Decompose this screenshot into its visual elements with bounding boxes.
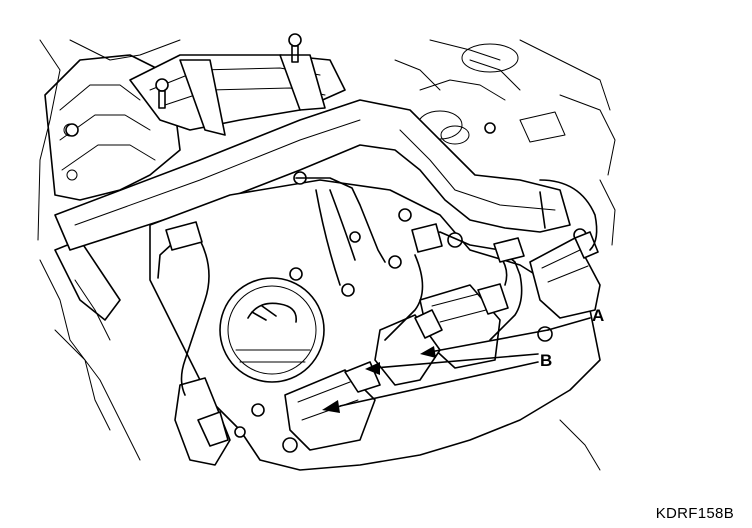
callout-leaders: [322, 317, 591, 413]
arrowhead: [322, 400, 340, 413]
callout-label-a: A: [592, 306, 604, 325]
oil-filler-cap: [219, 277, 325, 383]
engine-bay-background: [37, 39, 616, 471]
callout-label-b: B: [540, 351, 552, 370]
ignition-coils: [174, 231, 601, 466]
upper-cover-bracket: [129, 54, 346, 136]
arrowhead: [420, 346, 436, 358]
arrowhead: [365, 362, 380, 375]
figure-code: KDRF158B: [655, 505, 734, 522]
wiring-harness: [157, 177, 598, 396]
cylinder-head: [149, 179, 601, 471]
